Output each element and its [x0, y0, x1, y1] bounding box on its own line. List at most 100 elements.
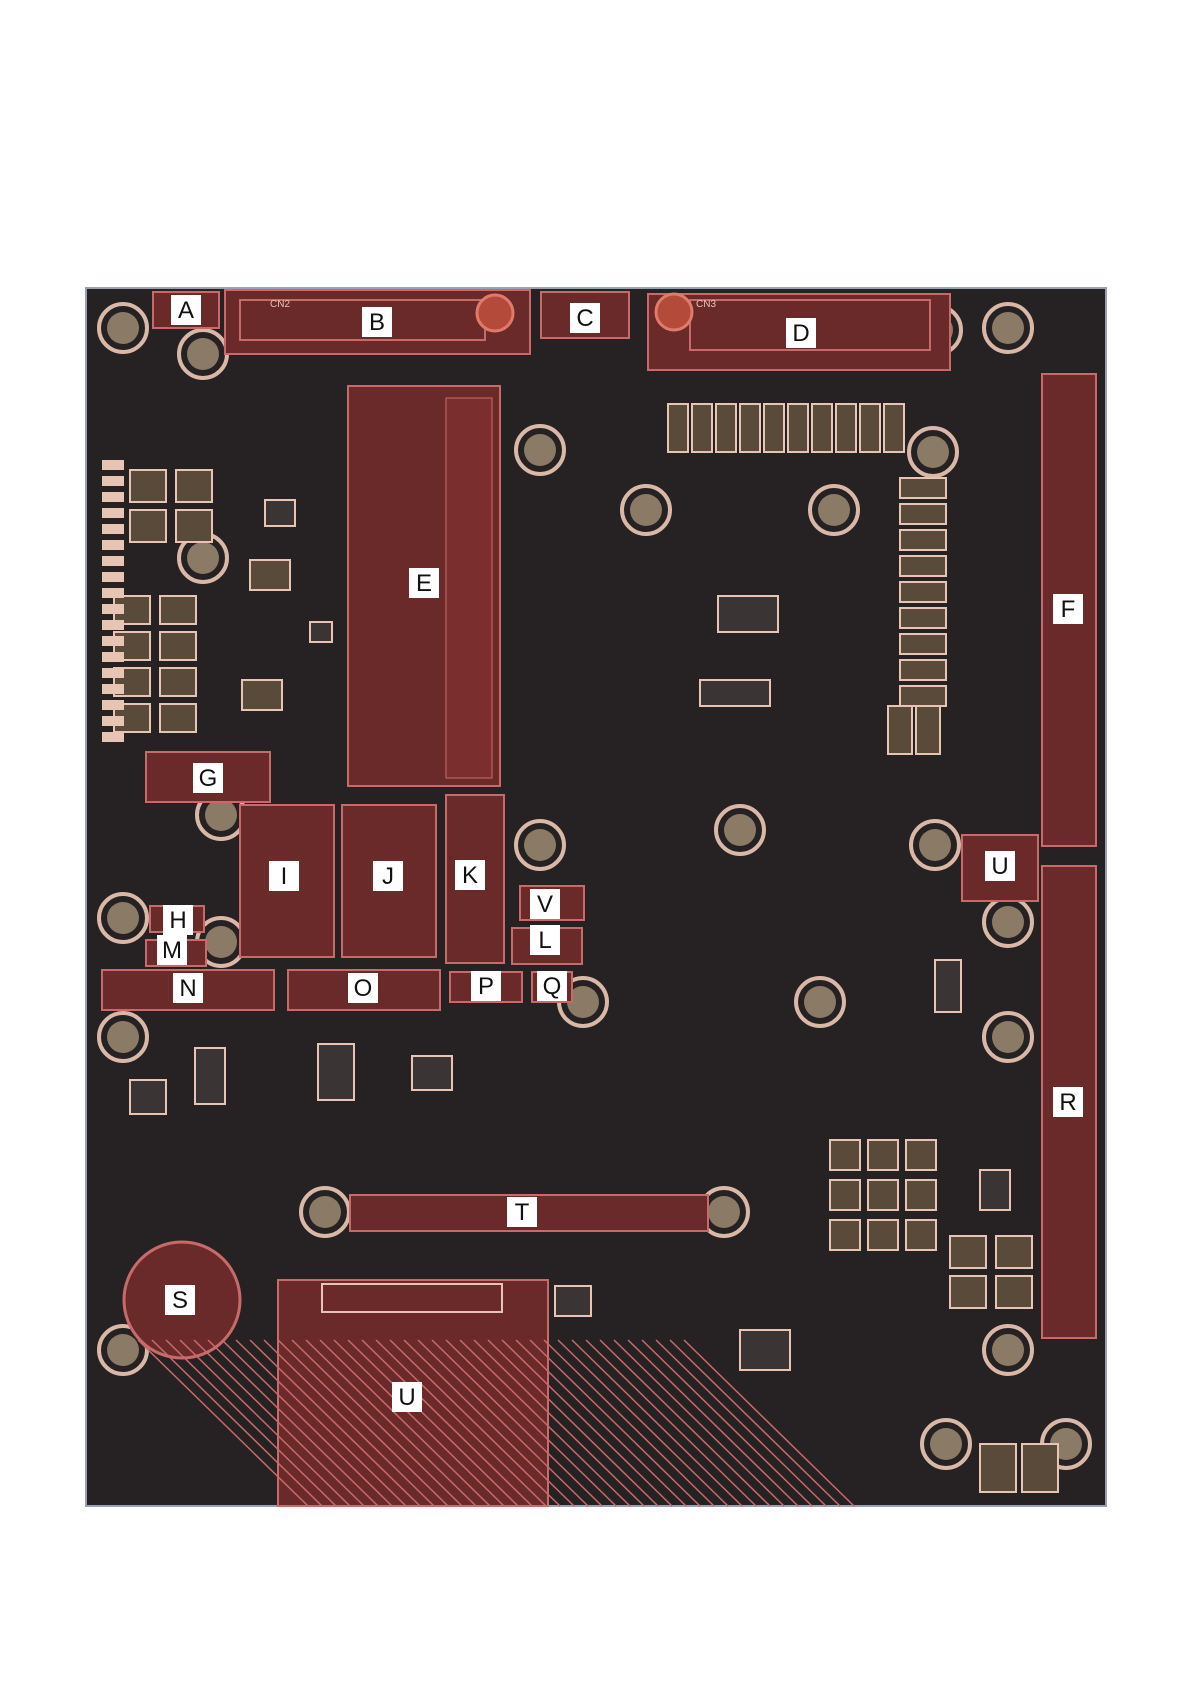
callout-k-text: K	[462, 862, 478, 889]
callout-j: J	[373, 861, 403, 891]
passive-component	[900, 634, 946, 654]
callout-a-text: A	[178, 297, 194, 324]
passive-component	[868, 1180, 898, 1210]
ic-chip	[318, 1044, 354, 1100]
passive-component	[916, 706, 940, 754]
callout-d: D	[786, 318, 816, 348]
callout-u-top: U	[985, 851, 1015, 881]
pin	[102, 588, 124, 598]
callout-u-top-text: U	[991, 853, 1008, 880]
ic-chip	[935, 960, 961, 1012]
pin	[102, 556, 124, 566]
passive-component	[868, 1220, 898, 1250]
callout-n-text: N	[179, 975, 196, 1002]
callout-i-text: I	[281, 863, 288, 890]
passive-component	[900, 478, 946, 498]
callout-v-text: V	[537, 891, 553, 918]
pin	[102, 636, 124, 646]
passive-component	[160, 632, 196, 660]
callout-m-text: M	[162, 937, 182, 964]
pin	[102, 540, 124, 550]
callout-g: G	[193, 763, 223, 793]
passive-component	[996, 1236, 1032, 1268]
callout-l-text: L	[538, 927, 551, 954]
passive-component	[906, 1140, 936, 1170]
passive-component	[242, 680, 282, 710]
passive-component	[906, 1180, 936, 1210]
callout-s-text: S	[172, 1287, 188, 1314]
ic-chip	[718, 596, 778, 632]
callout-k: K	[455, 860, 485, 890]
callout-f: F	[1053, 594, 1083, 624]
ic-chip	[310, 622, 332, 642]
callout-q: Q	[537, 971, 567, 1001]
callout-n: N	[173, 973, 203, 1003]
callout-o: O	[348, 973, 378, 1003]
passive-component	[250, 560, 290, 590]
callout-c-text: C	[576, 305, 593, 332]
passive-component	[996, 1276, 1032, 1308]
callout-b-text: B	[369, 309, 385, 336]
passive-component	[1022, 1444, 1058, 1492]
callout-v: V	[530, 889, 560, 919]
pin	[102, 572, 124, 582]
pin	[102, 716, 124, 726]
component-b-hole	[477, 295, 513, 331]
passive-component	[900, 660, 946, 680]
component-e-rail	[446, 398, 492, 778]
callout-e: E	[409, 568, 439, 598]
passive-component	[950, 1276, 986, 1308]
ic-chip	[700, 680, 770, 706]
pin	[102, 732, 124, 742]
passive-component	[176, 470, 212, 502]
ic-chip	[265, 500, 295, 526]
callout-m: M	[157, 935, 187, 965]
passive-component	[830, 1220, 860, 1250]
pad	[740, 404, 760, 452]
callout-j-text: J	[382, 863, 394, 890]
callout-q-text: Q	[543, 973, 562, 1000]
callout-s: S	[165, 1285, 195, 1315]
ic-chip	[130, 1080, 166, 1114]
callout-h-text: H	[169, 907, 186, 934]
pin	[102, 684, 124, 694]
component-d-hole	[656, 294, 692, 330]
callout-i: I	[269, 861, 299, 891]
callout-l: L	[530, 925, 560, 955]
pad	[788, 404, 808, 452]
callout-u-bottom-text: U	[398, 1384, 415, 1411]
callout-a: A	[171, 295, 201, 325]
pad	[860, 404, 880, 452]
callout-p-text: P	[478, 973, 494, 1000]
pad	[884, 404, 904, 452]
passive-component	[900, 504, 946, 524]
callout-h: H	[163, 905, 193, 935]
callout-d-text: D	[792, 320, 809, 347]
pin	[102, 620, 124, 630]
callout-b: B	[362, 307, 392, 337]
pin	[102, 492, 124, 502]
passive-component	[900, 686, 946, 706]
passive-component	[830, 1140, 860, 1170]
ic-chip	[555, 1286, 591, 1316]
passive-component	[176, 510, 212, 542]
pin	[102, 668, 124, 678]
callout-e-text: E	[416, 570, 432, 597]
passive-component	[130, 510, 166, 542]
silk-label-d: CN3	[696, 299, 716, 310]
callout-r: R	[1053, 1087, 1083, 1117]
callout-t: T	[507, 1197, 537, 1227]
pad	[668, 404, 688, 452]
pad	[836, 404, 856, 452]
passive-component	[160, 596, 196, 624]
pad	[764, 404, 784, 452]
passive-component	[906, 1220, 936, 1250]
passive-component	[900, 608, 946, 628]
pin	[102, 508, 124, 518]
passive-component	[900, 582, 946, 602]
passive-component	[830, 1180, 860, 1210]
ic-chip	[980, 1170, 1010, 1210]
passive-component	[980, 1444, 1016, 1492]
silk-label-b: CN2	[270, 299, 290, 310]
